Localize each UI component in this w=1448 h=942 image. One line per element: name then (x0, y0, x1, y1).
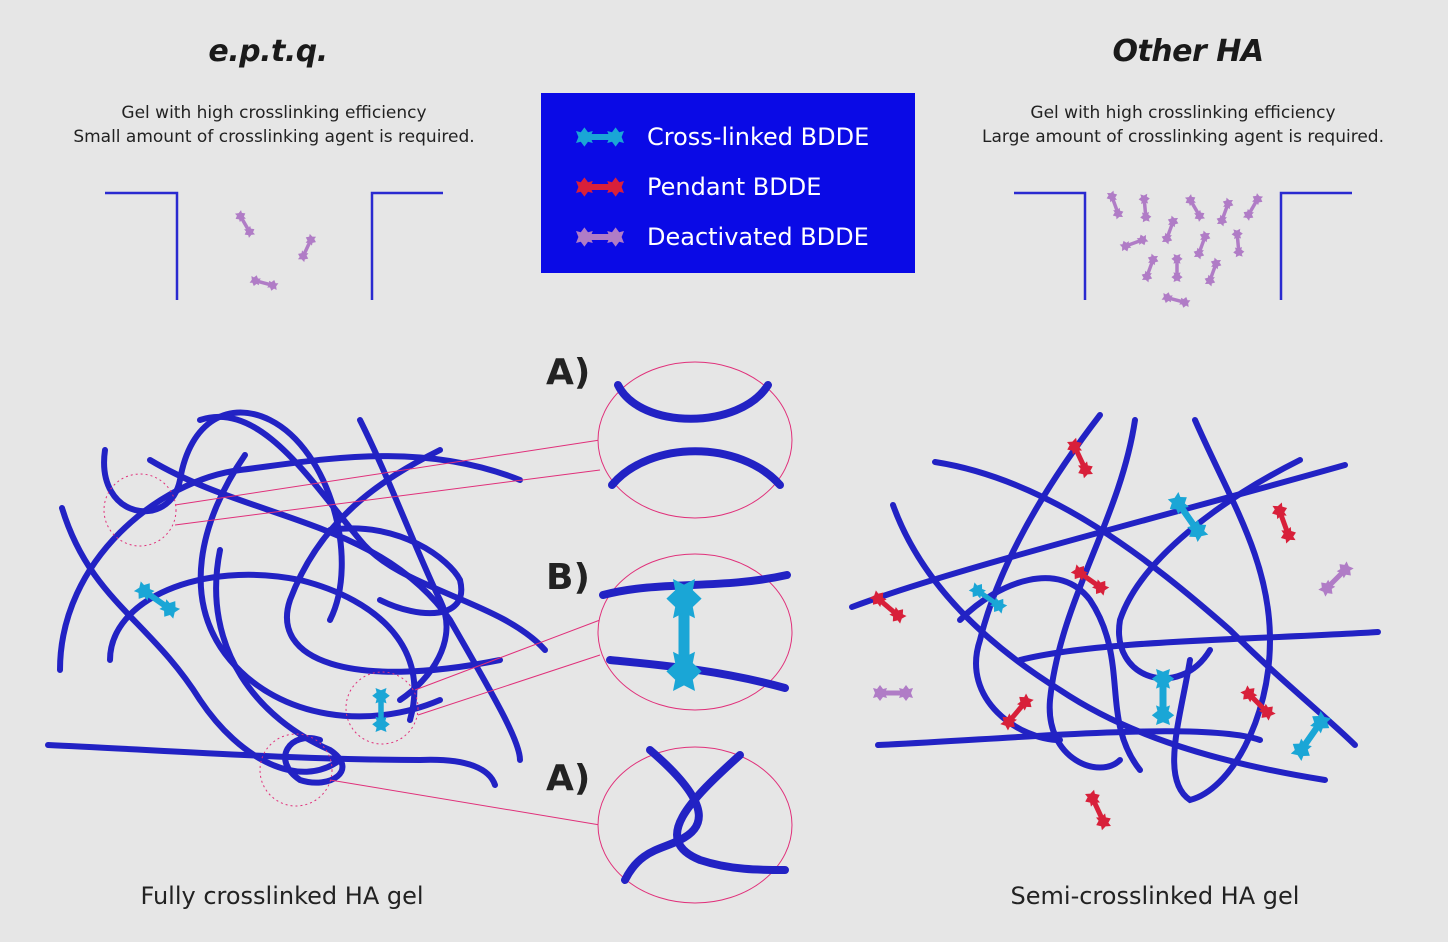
legend-label: Deactivated BDDE (647, 223, 869, 251)
deactivated-bdde-molecule (1158, 213, 1182, 247)
deactivated-bdde-molecule (1239, 190, 1267, 224)
deactivated-bdde-molecule (294, 231, 320, 265)
legend-label: Pendant BDDE (647, 173, 822, 201)
deactivated-bdde-molecule (1103, 188, 1127, 222)
network-left (45, 409, 548, 788)
legend-item-crosslinked: Cross-linked BDDE (571, 122, 869, 152)
deactivated-bdde-molecule (1117, 231, 1151, 255)
crosslinked-bdde-molecule (372, 688, 390, 732)
right-description: Gel with high crosslinking efficiency La… (923, 101, 1443, 149)
network-right (849, 412, 1381, 804)
left-caption: Fully crosslinked HA gel (140, 882, 424, 910)
deactivated-bdde-molecule (1213, 195, 1237, 229)
deactivated-bdde-molecule (1316, 559, 1356, 599)
left-desc-line2: Small amount of crosslinking agent is re… (73, 127, 475, 147)
deactivated-bdde-molecule (1229, 226, 1247, 260)
vessel-left (105, 191, 443, 300)
deactivated-bdde-molecule (1169, 252, 1185, 284)
right-caption: Semi-crosslinked HA gel (1010, 882, 1300, 910)
legend-label: Cross-linked BDDE (647, 123, 870, 151)
deactivated-bdde-molecule (247, 272, 281, 294)
left-title: e.p.t.q. (208, 34, 328, 69)
deactivated-bdde-molecule (873, 685, 913, 701)
right-title: Other HA (1112, 34, 1264, 69)
deactivated-bdde-icon (571, 224, 629, 250)
left-desc-line1: Gel with high crosslinking efficiency (121, 103, 427, 123)
vessel-right (1014, 191, 1352, 300)
crosslinked-bdde-icon (571, 124, 629, 150)
left-description: Gel with high crosslinking efficiency Sm… (14, 101, 534, 149)
legend-item-deactivated: Deactivated BDDE (571, 222, 869, 252)
legend-box: Cross-linked BDDE Pendant BDDE Deactivat… (541, 93, 915, 273)
crosslinked-bdde-molecule (1152, 669, 1174, 725)
pendant-bdde-molecule (1270, 501, 1299, 544)
deactivated-bdde-molecule (1201, 255, 1225, 289)
zoom-label-a-bottom: A) (546, 758, 591, 799)
legend-item-pendant: Pendant BDDE (571, 172, 821, 202)
pendant-bdde-icon (571, 174, 629, 200)
deactivated-bdde-molecule (1138, 251, 1162, 285)
deactivated-bdde-molecule (231, 207, 259, 241)
deactivated-bdde-molecule (1190, 228, 1214, 262)
right-desc-line2: Large amount of crosslinking agent is re… (982, 127, 1384, 147)
deactivated-bdde-molecule (1136, 191, 1154, 225)
zoom-label-b: B) (546, 557, 590, 598)
deactivated-bdde-molecule (1159, 289, 1193, 311)
pendant-bdde-molecule (1082, 788, 1113, 831)
zoom-label-a-top: A) (546, 352, 591, 393)
deactivated-bdde-molecule (1181, 191, 1209, 225)
right-desc-line1: Gel with high crosslinking efficiency (1030, 103, 1336, 123)
